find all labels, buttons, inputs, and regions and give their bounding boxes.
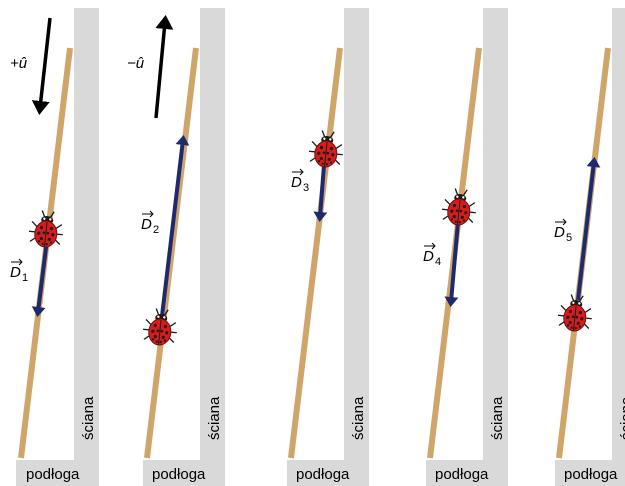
floor-label: podłoga — [152, 466, 206, 483]
vector-label: D 1 — [10, 258, 28, 284]
displacement-arrow — [576, 157, 601, 301]
svg-text:D: D — [10, 264, 21, 281]
svg-text:3: 3 — [303, 182, 309, 194]
wall-label: ściana — [80, 396, 97, 440]
floor — [555, 460, 625, 486]
svg-text:5: 5 — [566, 232, 572, 244]
floor-label: podłoga — [435, 466, 489, 483]
floor-label: podłoga — [564, 466, 618, 483]
wall-label: ściana — [350, 396, 367, 440]
panel-1: podłoga ściana +û D 1 — [10, 8, 99, 486]
wall-label: ściana — [206, 396, 223, 440]
wall-label: ściana — [489, 396, 506, 440]
vector-label: D 5 — [554, 218, 572, 244]
panel-2: podłoga ściana −û D 2 — [127, 8, 225, 486]
ladybug-icon — [140, 306, 180, 348]
floor — [287, 460, 369, 486]
positive-direction-indicator: +û — [10, 17, 52, 115]
ladybug-icon — [26, 208, 66, 250]
displacement-arrow — [31, 239, 49, 317]
panel-5: podłoga ściana D 5 — [554, 8, 625, 486]
ladybug-icon — [306, 128, 346, 170]
floor-label: podłoga — [296, 466, 350, 483]
svg-text:D: D — [141, 216, 152, 233]
panel-3: podłoga ściana D 3 — [287, 8, 369, 486]
displacement-arrow — [313, 164, 328, 222]
panel-4: podłoga ściana D 4 — [423, 8, 508, 486]
floor — [143, 460, 225, 486]
wall — [612, 8, 625, 460]
wall — [200, 8, 225, 460]
floor — [426, 460, 508, 486]
stick — [288, 47, 343, 459]
floor-label: podłoga — [26, 466, 80, 483]
up-arrow-icon — [154, 15, 174, 119]
vector-label: D 2 — [141, 210, 159, 236]
vector-label: D 3 — [291, 168, 309, 194]
wall — [74, 8, 99, 460]
down-arrow-icon — [31, 17, 52, 115]
wall — [344, 8, 369, 460]
displacement-arrow — [444, 221, 460, 307]
svg-text:D: D — [554, 224, 565, 241]
wall — [483, 8, 508, 460]
floor — [16, 460, 99, 486]
svg-text:D: D — [291, 174, 302, 191]
negative-direction-indicator: −û — [127, 15, 174, 119]
vector-label: D 4 — [423, 242, 441, 268]
direction-label: −û — [127, 55, 145, 72]
svg-text:D: D — [423, 248, 434, 265]
direction-label: +û — [10, 55, 28, 72]
svg-text:1: 1 — [22, 272, 28, 284]
svg-text:4: 4 — [435, 256, 441, 268]
wall-label: ściana — [618, 396, 625, 440]
svg-text:2: 2 — [153, 224, 159, 236]
displacement-arrow — [160, 135, 190, 317]
